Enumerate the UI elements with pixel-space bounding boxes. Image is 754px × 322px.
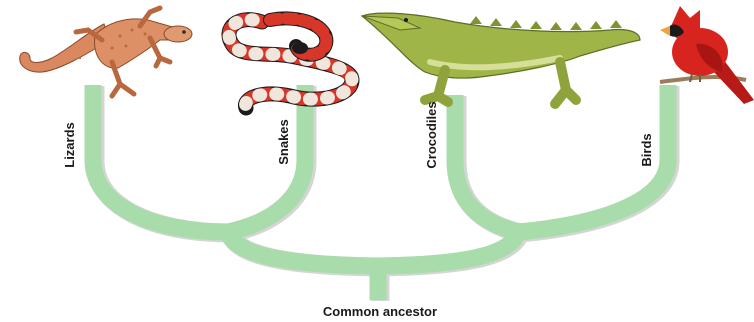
branch-lines: [93, 85, 668, 300]
taxon-label-lizards: Lizards: [62, 122, 77, 168]
crocodile-illustration: [362, 13, 640, 104]
branch-lizards: [93, 85, 228, 232]
lizard-illustration: [20, 8, 192, 96]
tree-branches: [93, 85, 670, 301]
snake-illustration: [229, 18, 352, 108]
common-ancestor-label: Common ancestor: [323, 304, 437, 319]
taxon-label-crocodiles: Crocodiles: [424, 101, 439, 168]
taxon-label-birds: Birds: [639, 133, 654, 166]
taxon-label-snakes: Snakes: [276, 119, 291, 165]
